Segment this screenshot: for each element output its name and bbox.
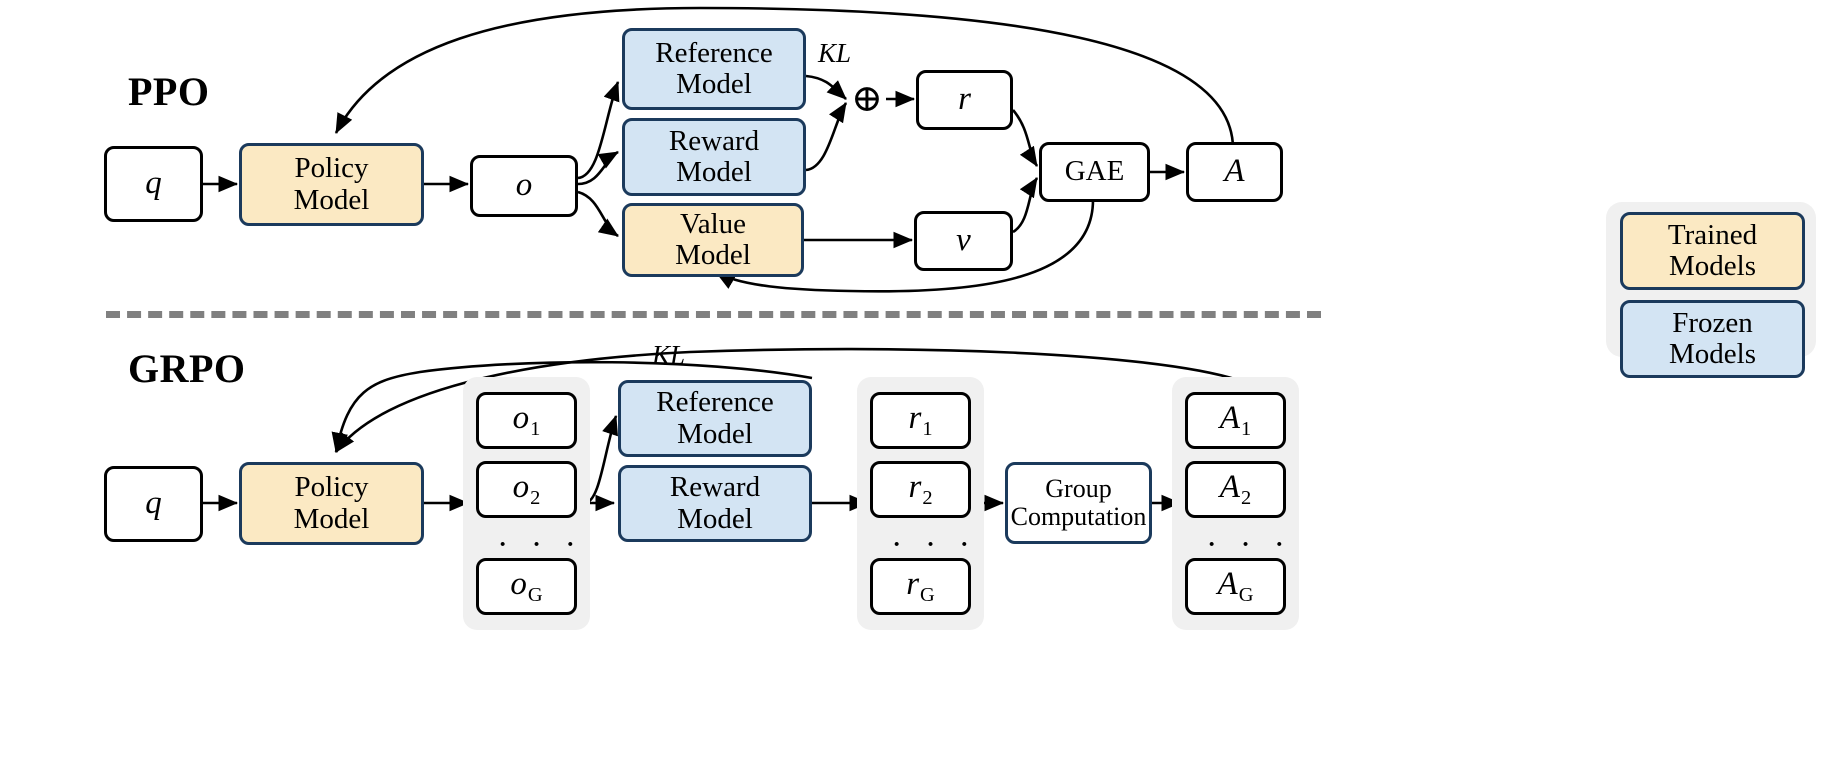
grpo-reward-g-node: rG <box>870 558 971 615</box>
ppo-kl-label: KL <box>818 38 852 68</box>
ppo-value-label: v <box>956 222 971 259</box>
grpo-reward-1-sym: r <box>908 400 922 437</box>
ppo-value-node: v <box>914 211 1013 271</box>
grpo-policy-model-node: Policy Model <box>239 462 424 545</box>
grpo-reward-1-sub: 1 <box>922 417 933 440</box>
grpo-output-2-sub: 2 <box>530 486 541 509</box>
grpo-reward-2-sym: r <box>908 469 922 506</box>
grpo-reward-model-node: Reward Model <box>618 465 812 542</box>
grpo-group-computation-label: Group Computation <box>1010 473 1147 531</box>
grpo-output-1-label: o1 <box>512 400 541 440</box>
ppo-gae-label: GAE <box>1064 155 1125 188</box>
grpo-advantage-g-sub: G <box>1238 583 1254 606</box>
legend-trained-models-swatch: Trained Models <box>1620 212 1805 290</box>
grpo-advantage-1-node: A1 <box>1185 392 1286 449</box>
ppo-reference-model-node: Reference Model <box>622 28 806 110</box>
grpo-policy-model-label: Policy Model <box>293 471 370 535</box>
grpo-advantage-2-sub: 2 <box>1240 486 1252 509</box>
ppo-output-node: o <box>470 155 578 217</box>
grpo-output-1-sub: 1 <box>530 417 541 440</box>
grpo-output-1-sym: o <box>512 400 530 437</box>
ppo-query-node: q <box>104 146 203 222</box>
ppo-value-model-label: Value Model <box>675 207 751 271</box>
grpo-reward-2-label: r2 <box>908 469 933 509</box>
ppo-reference-model-label: Reference Model <box>655 36 773 100</box>
grpo-reward-2-node: r2 <box>870 461 971 518</box>
ppo-advantage-label: A <box>1224 153 1245 190</box>
ppo-reward-node: r <box>916 70 1013 130</box>
grpo-outputs-ellipsis: · · · <box>497 526 583 563</box>
grpo-reward-g-sym: r <box>906 566 920 603</box>
grpo-advantages-ellipsis: · · · <box>1206 526 1292 563</box>
grpo-reward-2-sub: 2 <box>922 486 933 509</box>
ppo-value-model-node: Value Model <box>622 203 804 277</box>
grpo-reference-model-node: Reference Model <box>618 380 812 457</box>
grpo-output-g-sym: o <box>510 566 527 603</box>
ppo-policy-model-node: Policy Model <box>239 143 424 226</box>
grpo-output-g-sub: G <box>527 583 543 606</box>
ppo-policy-model-label: Policy Model <box>293 152 370 216</box>
grpo-rewards-ellipsis: · · · <box>891 526 977 563</box>
ppo-query-label: q <box>145 165 162 202</box>
grpo-reward-1-node: r1 <box>870 392 971 449</box>
grpo-group-computation-node: Group Computation <box>1005 462 1152 544</box>
grpo-advantage-1-sym: A <box>1219 400 1240 437</box>
ppo-reward-model-label: Reward Model <box>668 124 760 188</box>
grpo-query-label: q <box>145 485 162 522</box>
grpo-output-2-sym: o <box>512 469 530 506</box>
grpo-reference-model-label: Reference Model <box>656 386 774 450</box>
grpo-advantage-1-label: A1 <box>1219 400 1252 440</box>
grpo-advantage-2-label: A2 <box>1219 469 1252 509</box>
grpo-advantage-g-label: AG <box>1217 566 1254 606</box>
grpo-advantage-g-sym: A <box>1217 566 1238 603</box>
ppo-sum-operator-icon: ⊕ <box>851 78 883 120</box>
grpo-advantage-2-sym: A <box>1219 469 1240 506</box>
grpo-kl-label: KL <box>652 340 686 370</box>
ppo-output-label: o <box>515 167 533 204</box>
grpo-reward-model-label: Reward Model <box>669 471 761 535</box>
legend-frozen-models-label: Frozen Models <box>1669 306 1756 370</box>
grpo-output-g-node: oG <box>476 558 577 615</box>
ppo-reward-label: r <box>958 81 971 118</box>
grpo-query-node: q <box>104 466 203 542</box>
grpo-section-title: GRPO <box>128 346 246 391</box>
section-divider <box>106 311 1321 318</box>
grpo-output-1-node: o1 <box>476 392 577 449</box>
ppo-section-title: PPO <box>128 69 210 114</box>
ppo-advantage-node: A <box>1186 142 1283 202</box>
legend-frozen-models-swatch: Frozen Models <box>1620 300 1805 378</box>
grpo-advantage-2-node: A2 <box>1185 461 1286 518</box>
grpo-reward-1-label: r1 <box>908 400 933 440</box>
grpo-reward-g-sub: G <box>920 583 935 606</box>
grpo-output-2-label: o2 <box>512 469 541 509</box>
ppo-reward-model-node: Reward Model <box>622 118 806 196</box>
ppo-gae-node: GAE <box>1039 142 1150 202</box>
legend-trained-models-label: Trained Models <box>1667 218 1758 282</box>
grpo-output-2-node: o2 <box>476 461 577 518</box>
grpo-output-g-label: oG <box>510 566 543 606</box>
grpo-reward-g-label: rG <box>906 566 935 606</box>
grpo-advantage-g-node: AG <box>1185 558 1286 615</box>
grpo-advantage-1-sub: 1 <box>1240 417 1252 440</box>
